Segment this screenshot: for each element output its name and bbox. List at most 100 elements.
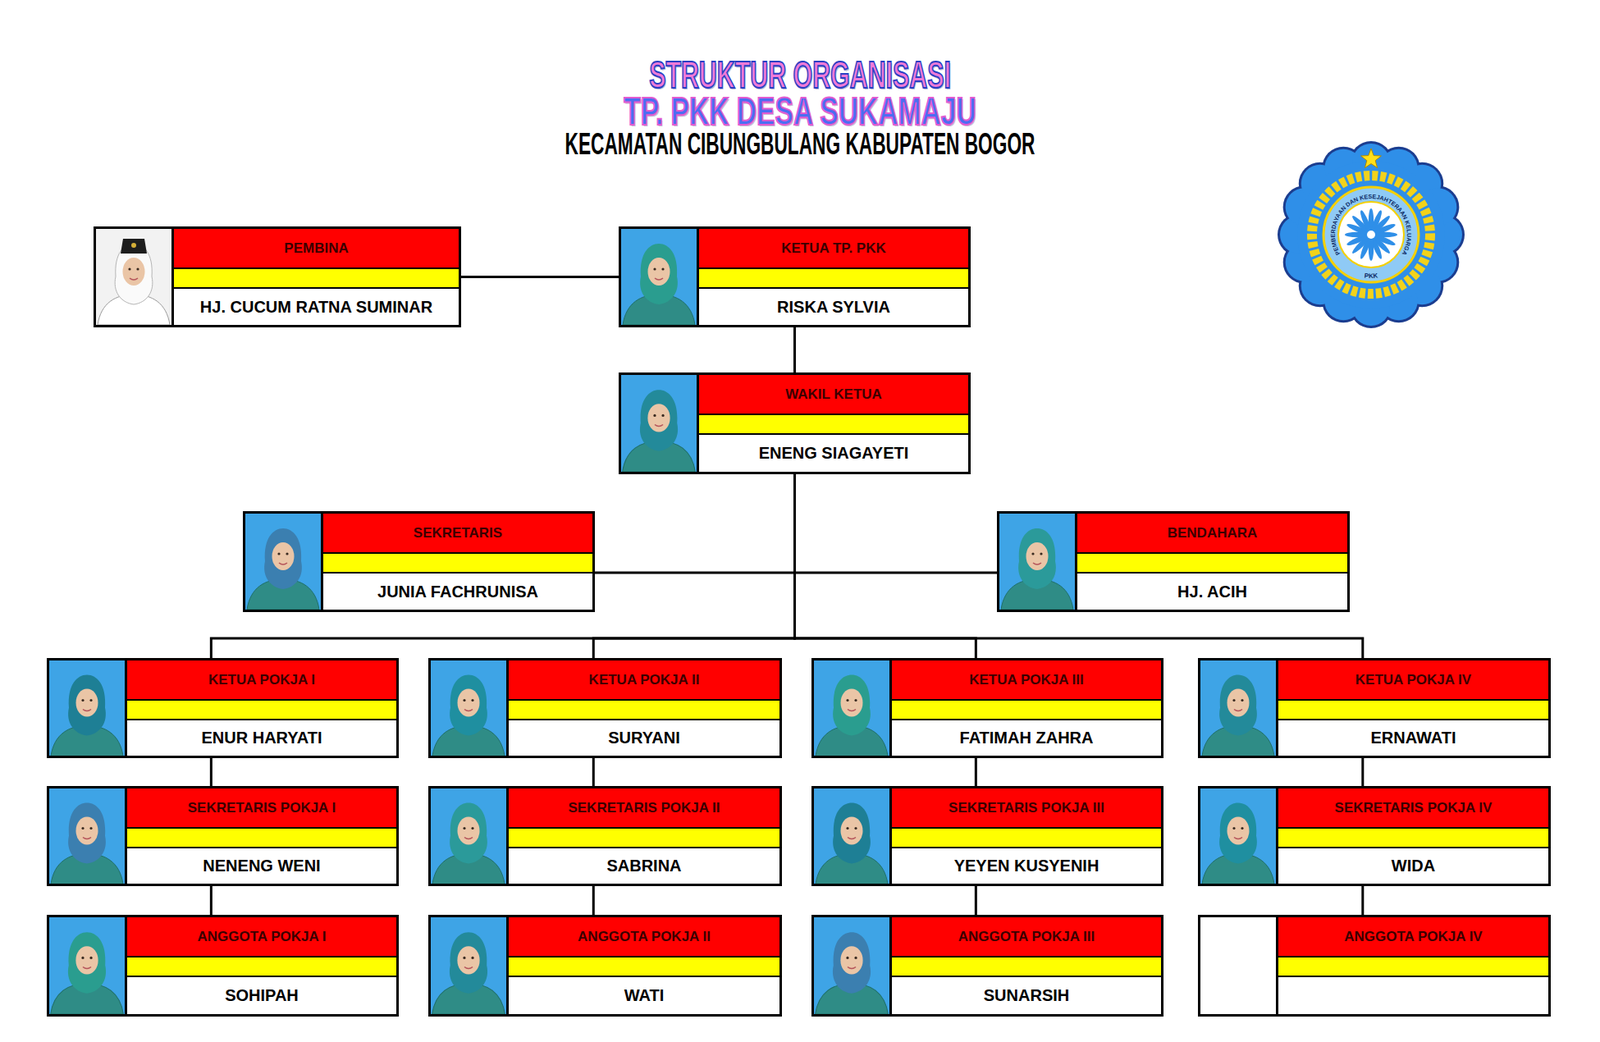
- photo-eye: [845, 827, 849, 830]
- photo-eye: [653, 267, 656, 270]
- photo-background: [430, 917, 507, 1015]
- photo-eye: [661, 267, 664, 270]
- role-band: ANGGOTA POKJA IV: [1278, 917, 1549, 958]
- org-box: KETUA POKJA III FATIMAH ZAHRA: [811, 658, 1164, 759]
- role-band: ANGGOTA POKJA II: [508, 917, 780, 958]
- role-band: KETUA POKJA II: [508, 660, 780, 701]
- role-band: ANGGOTA POKJA I: [127, 917, 397, 958]
- role-band: PEMBINA: [173, 228, 459, 270]
- role-band: KETUA TP. PKK: [699, 228, 969, 270]
- role-title: PEMBINA: [283, 240, 348, 257]
- member-name: NENENG WENI: [202, 856, 320, 876]
- org-box: KETUA TP. PKK RISKA SYLVIA: [618, 226, 971, 328]
- photo-face: [1227, 689, 1250, 718]
- name-band: RISKA SYLVIA: [699, 288, 969, 325]
- member-name: JUNIA FACHRUNISA: [377, 582, 539, 602]
- photo-mouth: [129, 278, 138, 280]
- photo-frame: [49, 917, 128, 1015]
- photo-mouth: [82, 967, 92, 970]
- role-band: KETUA POKJA IV: [1278, 660, 1549, 701]
- role-title: KETUA POKJA IV: [1355, 672, 1472, 689]
- yellow-band: [508, 828, 780, 849]
- role-title: ANGGOTA POKJA II: [577, 928, 711, 946]
- yellow-band: [699, 269, 969, 289]
- yellow-band: [1278, 700, 1549, 721]
- photo-eye: [854, 827, 857, 830]
- portrait-photo: [813, 660, 890, 756]
- role-title: KETUA TP. PKK: [781, 240, 887, 257]
- org-box: KETUA POKJA IISURYANI: [428, 658, 782, 759]
- photo-face: [1026, 542, 1049, 571]
- photo-face: [841, 817, 864, 846]
- box-body: WAKIL KETUAENENG SIAGAYETI: [699, 374, 969, 472]
- name-band: YEYEN KUSYENIH: [891, 848, 1162, 884]
- org-box: KETUA POKJA I ENUR HARYATI: [46, 658, 399, 759]
- photo-background: [1200, 788, 1276, 884]
- box-body: KETUA POKJA I ENUR HARYATI: [127, 660, 397, 756]
- photo-mouth: [847, 837, 856, 840]
- yellow-band: [127, 957, 397, 978]
- photo-face: [457, 946, 480, 974]
- name-band: [1278, 977, 1549, 1015]
- role-title: ANGGOTA POKJA IV: [1344, 928, 1482, 946]
- logo-ring-text: PEMBERDAYAAN DAN KESEJAHTERAAN KELUARGA: [1329, 192, 1413, 257]
- box-body: SEKRETARIS POKJA IISABRINA: [508, 788, 780, 884]
- photo-hijab: [640, 389, 678, 452]
- org-box: SEKRETARISJUNIA FACHRUNISA: [242, 511, 595, 613]
- portrait-photo: [813, 788, 890, 884]
- photo-eye: [661, 414, 664, 417]
- org-box: SEKRETARIS POKJA INENENG WENI: [46, 786, 399, 887]
- yellow-band: [699, 415, 969, 435]
- portrait-photo: [245, 513, 321, 610]
- pkk-logo: PEMBERDAYAAN DAN KESEJAHTERAAN KELUARGAP…: [1275, 129, 1467, 337]
- photo-hijab: [832, 675, 871, 736]
- member-name: HJ. CUCUM RATNA SUMINAR: [200, 297, 433, 317]
- photo-eye: [136, 267, 139, 270]
- org-box: SEKRETARIS POKJA IVWIDA: [1197, 786, 1551, 887]
- name-band: FATIMAH ZAHRA: [891, 720, 1162, 756]
- photo-frame: [96, 228, 174, 325]
- org-box: BENDAHARAHJ. ACIH: [996, 511, 1350, 613]
- org-connector: [210, 474, 795, 659]
- photo-frame: [430, 660, 509, 756]
- photo-background: [999, 513, 1075, 610]
- box-body: KETUA POKJA IISURYANI: [508, 660, 780, 756]
- logo-petal: [1358, 209, 1373, 234]
- photo-frame: [1200, 788, 1279, 884]
- role-title: KETUA POKJA I: [208, 672, 316, 689]
- photo-hijab: [68, 675, 106, 736]
- name-band: SOHIPAH: [127, 977, 397, 1015]
- photo-eye: [1232, 827, 1235, 830]
- photo-eye: [285, 552, 288, 555]
- photo-mouth: [1234, 709, 1243, 712]
- yellow-band: [891, 700, 1162, 721]
- name-band: SUNARSIH: [891, 977, 1162, 1015]
- photo-hijab: [264, 528, 302, 590]
- logo-wreath: [1312, 175, 1431, 294]
- photo-background: [49, 788, 125, 884]
- photo-hijab: [832, 803, 871, 864]
- photo-mouth: [278, 562, 288, 565]
- yellow-band: [891, 828, 1162, 849]
- name-band: HJ. ACIH: [1077, 573, 1348, 610]
- yellow-band: [508, 957, 780, 978]
- name-band: ENUR HARYATI: [127, 720, 397, 756]
- name-band: NENENG WENI: [127, 848, 397, 884]
- yellow-band: [127, 700, 397, 721]
- box-body: SEKRETARIS POKJA IVWIDA: [1278, 788, 1549, 884]
- photo-eye: [854, 956, 857, 960]
- yellow-band: [508, 700, 780, 721]
- photo-eye: [854, 699, 857, 702]
- photo-face: [75, 946, 98, 974]
- role-title: KETUA POKJA III: [969, 672, 1084, 689]
- org-connector: [795, 474, 1363, 659]
- photo-face: [272, 542, 295, 571]
- photo-hijab: [449, 675, 488, 736]
- portrait-photo: [430, 788, 507, 884]
- logo-star: [1361, 148, 1382, 169]
- name-band: SABRINA: [508, 848, 780, 884]
- photo-face: [647, 403, 670, 432]
- photo-eye: [462, 699, 466, 702]
- photo-face: [841, 689, 864, 718]
- photo-face: [457, 817, 480, 846]
